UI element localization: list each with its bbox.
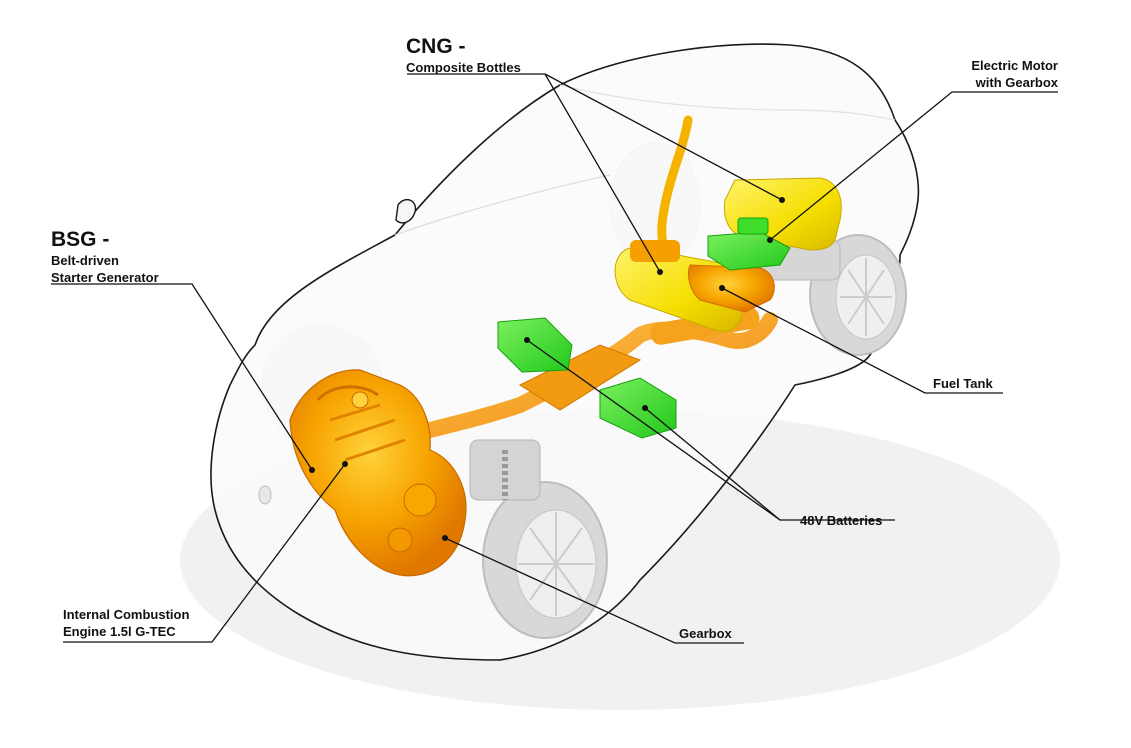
- dot-battery-2: [642, 405, 648, 411]
- label-ice-line1: Internal Combustion: [63, 607, 190, 622]
- leader-lines: [51, 73, 1058, 644]
- leader-dots: [309, 197, 785, 541]
- label-electric-motor-line2: with Gearbox: [975, 75, 1058, 90]
- front-suspension: [469, 439, 541, 501]
- battery-pack-2: [599, 377, 677, 439]
- dot-bsg: [309, 467, 315, 473]
- dot-cng-rear: [779, 197, 785, 203]
- dot-electric-motor: [767, 237, 773, 243]
- dot-ice: [342, 461, 348, 467]
- label-electric-motor-line1: Electric Motor: [971, 58, 1058, 73]
- front-right-wheel: [482, 481, 608, 639]
- label-bsg-line1: Belt-driven: [51, 253, 119, 268]
- leader-fuel-tank: [721, 287, 1003, 394]
- dot-gearbox: [442, 535, 448, 541]
- label-bsg-line2: Starter Generator: [51, 270, 159, 285]
- label-bsg: BSG - Belt-driven Starter Generator: [51, 228, 159, 286]
- label-48v-batteries: 48V Batteries: [800, 513, 883, 528]
- leader-electric-motor: [769, 91, 1058, 241]
- leader-battery-1: [526, 339, 781, 521]
- label-bsg-title: BSG -: [51, 228, 110, 251]
- label-cng-sub: Composite Bottles: [406, 60, 521, 75]
- label-electric-motor: Electric Motor with Gearbox: [955, 57, 1058, 91]
- engine-block: [289, 369, 467, 577]
- fuel-tank-part: [630, 240, 775, 313]
- side-mirror: [395, 198, 417, 224]
- dot-fuel-tank: [719, 285, 725, 291]
- label-fuel-tank: Fuel Tank: [933, 376, 993, 391]
- leader-bsg: [51, 283, 313, 471]
- label-cng-title: CNG -: [406, 35, 466, 58]
- leader-cng-2: [544, 73, 783, 201]
- leader-gearbox: [444, 537, 744, 644]
- label-ice-line2: Engine 1.5l G-TEC: [63, 624, 176, 639]
- label-cng: CNG - Composite Bottles: [406, 35, 521, 76]
- dot-battery-1: [524, 337, 530, 343]
- headlight: [258, 485, 272, 505]
- label-gearbox: Gearbox: [679, 626, 732, 641]
- label-ice: Internal Combustion Engine 1.5l G-TEC: [63, 606, 189, 640]
- roof-line: [559, 84, 896, 121]
- windshield-line: [394, 174, 611, 236]
- dot-cng-front: [657, 269, 663, 275]
- leader-ice: [63, 463, 346, 643]
- leader-battery-2: [644, 407, 895, 521]
